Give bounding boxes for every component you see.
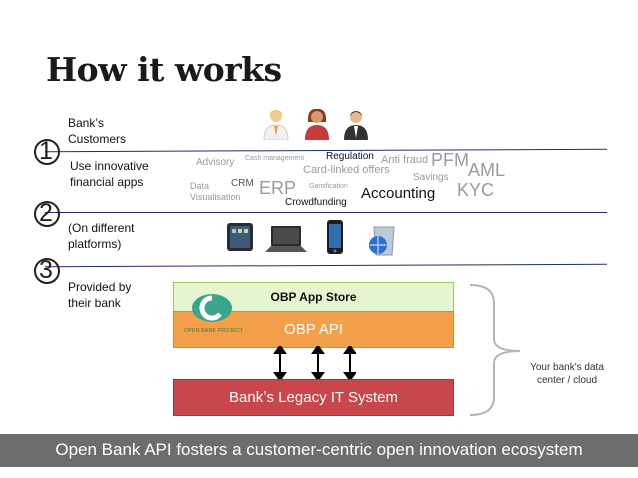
step-2-label: (On different platforms) [68,221,135,251]
customers-label: Bankʼs Customers [68,116,127,146]
keyword-card-linked-offers: Card-linked offers [303,164,390,176]
keyword-anti-fraud: Anti fraud [381,154,429,166]
legacy-system-label: Bankʼs Legacy IT System [229,389,398,406]
keyword-savings: Savings [413,172,449,183]
keyword-advisory: Advisory [196,157,235,168]
step-circle-2 [34,201,60,227]
laptop-icon [265,226,307,252]
step-circle-3 [34,258,60,284]
separator-line-2 [45,212,607,213]
keyword-aml: AML [468,160,506,180]
keyword-accounting: Accounting [361,185,436,202]
keyword-cash-management: Cash management [245,155,305,162]
step-circle-1 [34,139,60,165]
customer-man-icon [263,110,289,140]
keyword-regulation: Regulation [326,151,374,162]
data-center-label: Your bank's data center / cloud [530,362,604,386]
browser-globe-icon [369,226,395,256]
keyword-pfm: PFM [431,150,469,170]
page-title: How it works [46,50,282,89]
smartphone-icon [327,220,343,254]
bottom-banner: Open Bank API fosters a customer-centric… [0,434,638,467]
step-number-3: 3 [39,256,53,284]
keyword-crowdfunding: Crowdfunding [285,197,347,208]
tablet-icon [227,223,253,251]
data-center-brace [469,284,521,416]
customer-woman-icon [305,108,329,140]
keyword-kyc: KYC [457,180,495,200]
svg-text:OPEN BANK PROJECT: OPEN BANK PROJECT [184,328,242,334]
app-store-label: OBP App Store [270,290,357,304]
separator-line-3 [45,263,607,268]
banner-text: Open Bank API fosters a customer-centric… [55,440,583,459]
open-bank-project-logo: OPEN BANK PROJECT [184,294,242,334]
api-label: OBP API [284,321,343,338]
step-1-label: Use innovative financial apps [70,159,149,189]
keyword-visualisation: Visualisation [190,192,241,202]
legacy-system-box: Bankʼs Legacy IT System [173,379,454,416]
keyword-erp: ERP [259,178,297,198]
step-3-label: Provided by their bank [68,280,132,310]
arrows-connector [273,346,356,380]
customer-man-suit-icon [344,111,368,140]
keyword-crm: CRM [231,178,254,189]
keyword-data: Data [190,181,210,191]
keyword-gamification: Gamification [309,183,348,190]
step-number-1: 1 [39,137,53,165]
step-number-2: 2 [39,199,53,227]
api-box: OBP API [173,311,454,348]
